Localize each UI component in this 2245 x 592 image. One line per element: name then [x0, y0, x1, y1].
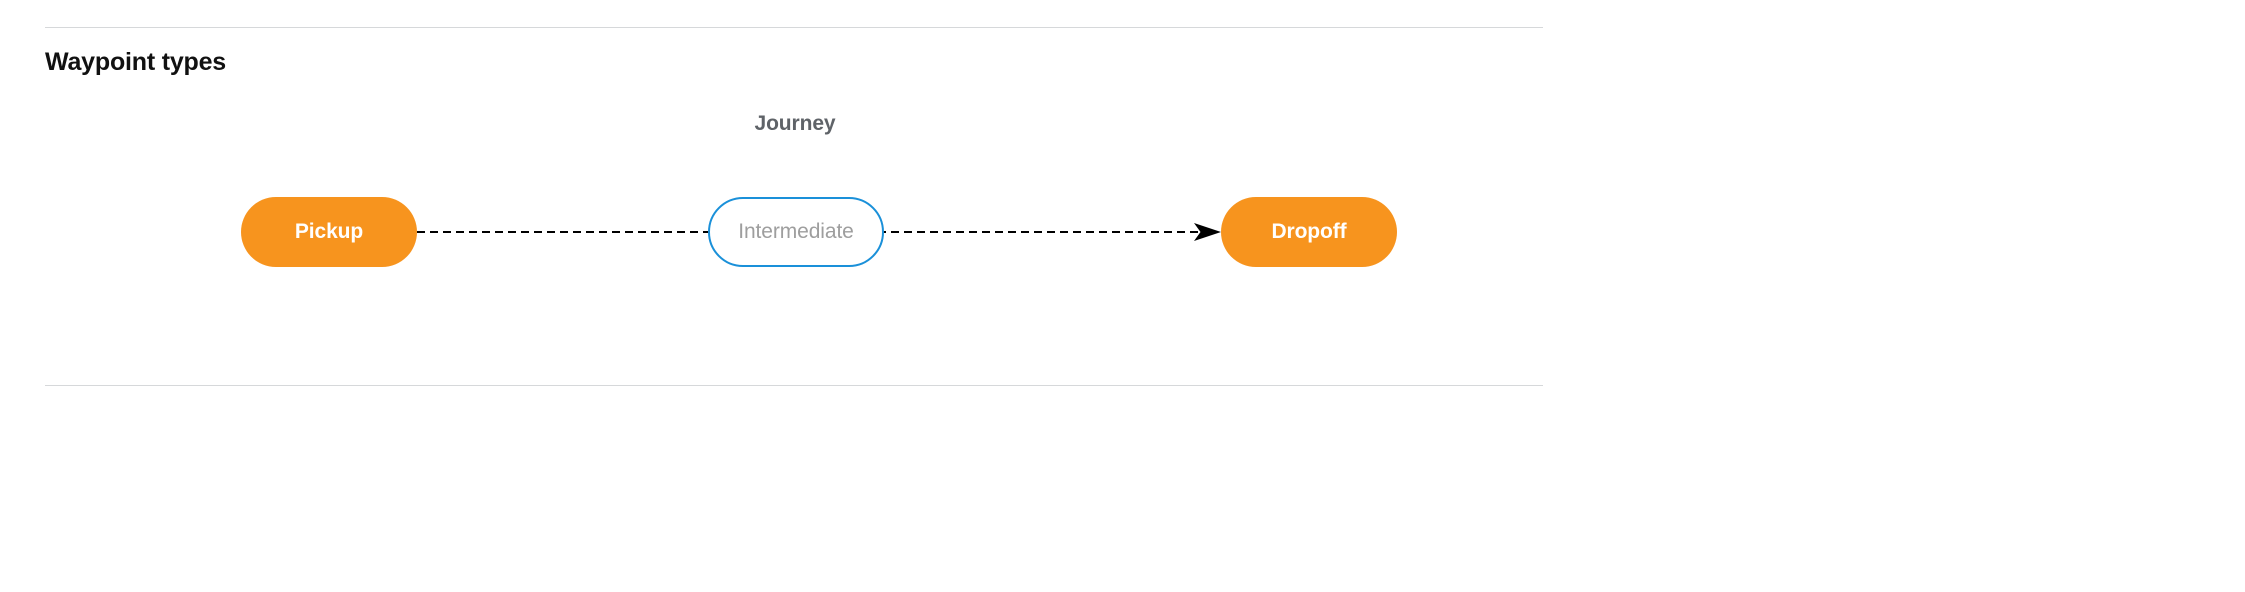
journey-group-label: Journey: [754, 112, 836, 135]
divider-top: [45, 27, 1543, 28]
node-dropoff[interactable]: Dropoff: [1221, 197, 1397, 267]
node-dropoff-label: Dropoff: [1271, 220, 1347, 243]
node-pickup[interactable]: Pickup: [241, 197, 417, 267]
node-intermediate[interactable]: Intermediate: [708, 197, 884, 267]
waypoint-types-diagram: Journey Pickup Intermediate Dropoff: [0, 96, 2245, 326]
connector-lines: [417, 223, 1221, 241]
arrowhead-icon: [1194, 223, 1221, 241]
node-pickup-label: Pickup: [294, 220, 364, 243]
divider-bottom: [45, 385, 1543, 386]
page-title: Waypoint types: [45, 48, 227, 76]
node-intermediate-label: Intermediate: [738, 220, 854, 243]
